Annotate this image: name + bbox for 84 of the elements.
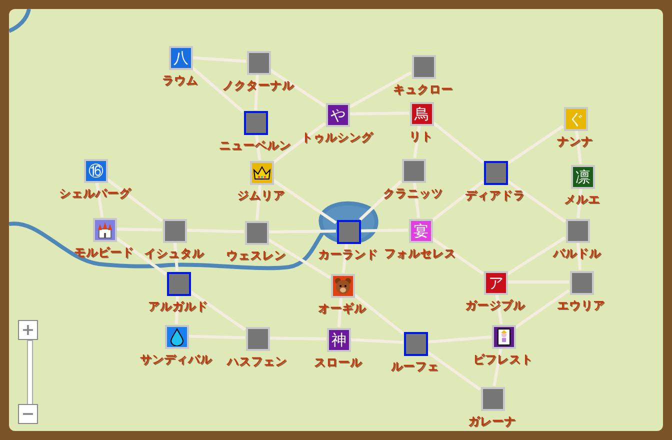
road-line bbox=[268, 230, 336, 234]
location-marker: や bbox=[326, 103, 350, 127]
place-name: エウリア bbox=[557, 298, 605, 312]
road-line bbox=[350, 338, 404, 344]
road-line bbox=[348, 112, 410, 116]
location-marker: 八 bbox=[169, 46, 193, 70]
place-name: トゥルシング bbox=[301, 130, 373, 144]
road-line bbox=[342, 242, 348, 274]
place-name: ディアドラ bbox=[465, 188, 525, 202]
road-line bbox=[268, 336, 326, 340]
road-line bbox=[426, 335, 492, 344]
place-name: カーランド bbox=[318, 247, 378, 261]
place-name: スロール bbox=[314, 355, 362, 369]
road-line bbox=[106, 178, 163, 222]
location-marker: ア bbox=[484, 271, 508, 295]
road-line bbox=[358, 180, 402, 221]
road-line bbox=[360, 228, 408, 232]
road-line bbox=[189, 290, 246, 331]
road-line bbox=[576, 188, 582, 218]
road-line bbox=[254, 74, 259, 110]
road-line bbox=[95, 182, 104, 218]
place-name: ビフレスト bbox=[473, 352, 533, 366]
place-name: ウェスレン bbox=[226, 248, 286, 262]
road-line bbox=[188, 334, 246, 340]
location-marker: 宴 bbox=[409, 219, 433, 243]
road-line bbox=[576, 242, 582, 270]
road-line bbox=[174, 294, 180, 324]
road-line bbox=[413, 124, 421, 158]
place-name: シェルバーグ bbox=[59, 186, 131, 200]
road-line bbox=[506, 236, 566, 276]
location-marker: ⑯ bbox=[84, 159, 108, 183]
road-line bbox=[272, 178, 337, 224]
road-line bbox=[254, 134, 262, 160]
place-name: フォルセレス bbox=[384, 246, 456, 260]
road-line bbox=[412, 182, 420, 218]
place-name: クラニッツ bbox=[383, 186, 443, 200]
place-name: イシュタル bbox=[144, 246, 204, 260]
road-line bbox=[272, 122, 326, 164]
place-name: モルビード bbox=[74, 245, 134, 259]
zoom-out-button: − bbox=[18, 404, 38, 424]
road-line bbox=[431, 180, 484, 222]
place-name: ナンナ bbox=[557, 134, 593, 148]
place-name: ノクターナル bbox=[222, 78, 294, 92]
road-line bbox=[495, 294, 503, 324]
road-line bbox=[506, 124, 564, 166]
road-line bbox=[507, 280, 569, 284]
place-name: ニューベルン bbox=[219, 138, 291, 152]
road-line bbox=[348, 71, 412, 109]
place-name: ラウム bbox=[162, 73, 198, 87]
location-marker: 凛 bbox=[571, 165, 595, 189]
place-name: ジムリア bbox=[237, 188, 285, 202]
road-line bbox=[269, 68, 326, 108]
place-name: サンディバル bbox=[140, 352, 212, 366]
place-name: キュクロー bbox=[393, 82, 453, 96]
road-line bbox=[432, 121, 484, 164]
place-name: アルガルド bbox=[148, 299, 208, 313]
road-line bbox=[191, 66, 244, 113]
place-name: ガレーナ bbox=[468, 414, 516, 428]
road-line bbox=[574, 130, 582, 164]
road-line bbox=[173, 242, 179, 272]
road-line bbox=[426, 350, 481, 391]
road-line bbox=[506, 179, 566, 223]
road-line bbox=[267, 238, 331, 279]
place-name: オーギル bbox=[318, 301, 366, 315]
road-line bbox=[256, 184, 262, 220]
road-line bbox=[514, 289, 570, 329]
road-line bbox=[116, 228, 162, 232]
location-marker: 神 bbox=[327, 328, 351, 352]
road-line bbox=[115, 236, 167, 276]
road-line bbox=[192, 56, 246, 63]
place-name: ガージブル bbox=[465, 298, 525, 312]
road-line bbox=[431, 237, 484, 275]
road-line bbox=[337, 296, 343, 328]
place-name: バルドル bbox=[553, 246, 601, 260]
place-name: ハスフェン bbox=[227, 354, 287, 368]
location-marker: 鳥 bbox=[410, 102, 434, 126]
road-line bbox=[186, 228, 244, 234]
road-line bbox=[353, 293, 404, 335]
road-line bbox=[492, 348, 502, 386]
zoom-in-button: + bbox=[18, 320, 38, 340]
place-name: メルエ bbox=[564, 192, 600, 206]
place-name: リト bbox=[409, 129, 433, 143]
location-marker: ぐ bbox=[564, 107, 588, 131]
place-name: ルーフェ bbox=[391, 359, 439, 373]
